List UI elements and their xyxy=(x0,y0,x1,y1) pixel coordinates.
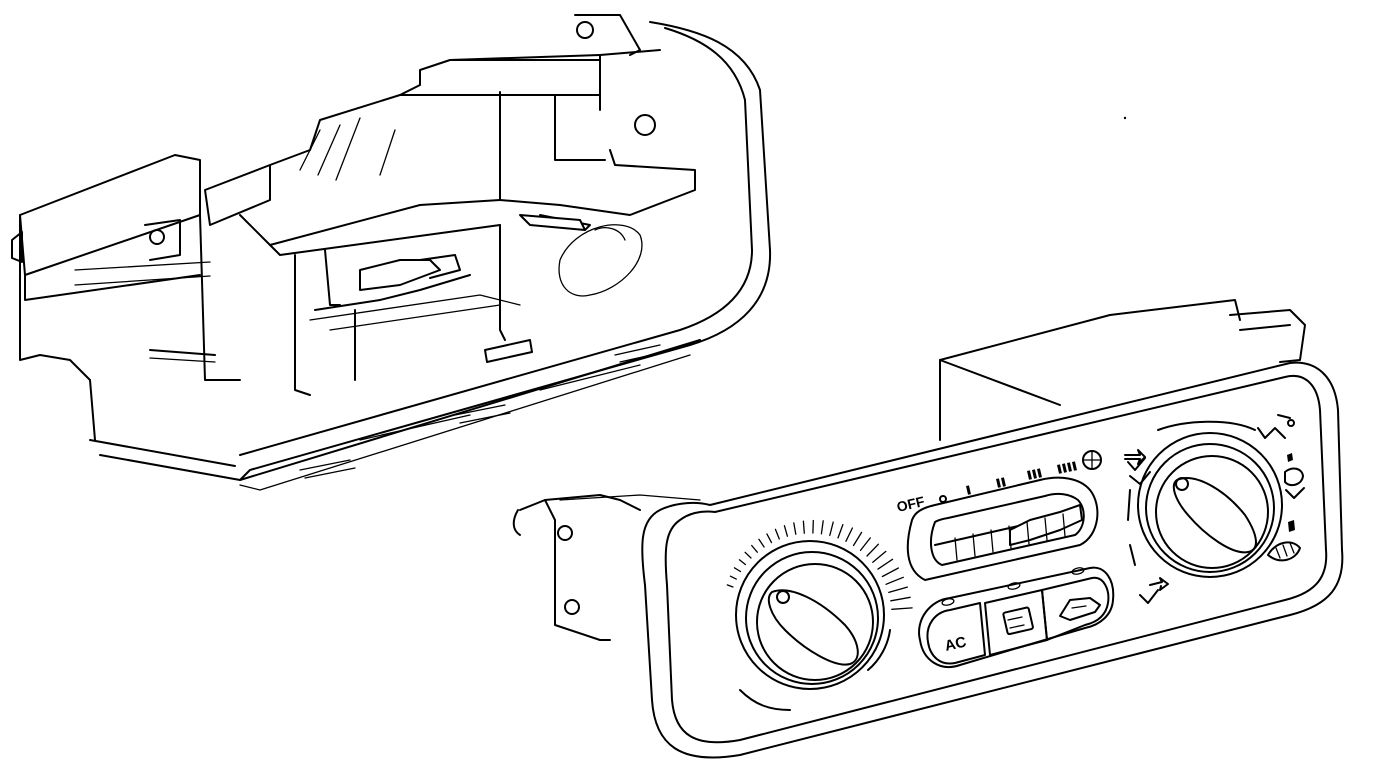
mode-knob[interactable] xyxy=(1127,420,1283,578)
fan-off-label: OFF xyxy=(895,493,926,515)
temperature-tick xyxy=(866,543,880,557)
temperature-tick xyxy=(881,567,900,578)
fan-slider-groove xyxy=(972,533,976,557)
temperature-tick xyxy=(859,537,871,552)
fresh-air-button[interactable] xyxy=(1041,576,1110,641)
temperature-tick xyxy=(877,558,894,570)
fan-slider-groove xyxy=(1008,525,1012,549)
temperature-knob[interactable] xyxy=(735,540,891,711)
vent-floor-icon xyxy=(1139,577,1169,604)
ac-button-label: AC xyxy=(943,633,968,654)
recirculation-button[interactable] xyxy=(984,589,1048,656)
temperature-tick xyxy=(888,586,908,594)
fan-slider-grooves xyxy=(954,513,1066,561)
indicator-lights xyxy=(941,567,1085,606)
fan-speed-control[interactable] xyxy=(906,476,1099,581)
temperature-tick xyxy=(774,528,780,540)
ac-button[interactable]: AC xyxy=(926,602,986,665)
fan-slider-groove xyxy=(990,529,994,553)
temperature-tick xyxy=(891,607,913,610)
fan-slider-groove xyxy=(1062,513,1066,537)
defrost-icon xyxy=(1267,541,1301,562)
temperature-tick xyxy=(845,527,854,542)
temperature-tick xyxy=(726,584,734,588)
temperature-tick xyxy=(744,551,752,559)
fan-slider-groove xyxy=(1044,517,1048,541)
fan-speed-ticks xyxy=(966,461,1077,495)
button-row xyxy=(918,566,1115,668)
temperature-tick xyxy=(793,522,797,535)
fan-max-icon xyxy=(1082,450,1102,470)
vent-floor-defrost-icon xyxy=(1284,467,1305,499)
stray-mark xyxy=(1123,116,1127,120)
rear-housing-assembly xyxy=(11,14,772,491)
temperature-tick xyxy=(729,575,737,580)
fan-slider-groove xyxy=(954,537,958,561)
temperature-scale-ticks xyxy=(726,519,913,610)
temperature-tick xyxy=(852,531,863,547)
vent-face-icon xyxy=(1257,414,1295,439)
temperature-tick xyxy=(783,525,789,537)
rear-vent-slots xyxy=(299,344,666,479)
fan-slider-groove xyxy=(1026,521,1030,545)
temperature-tick xyxy=(820,520,824,535)
temperature-tick xyxy=(751,544,758,553)
temperature-tick xyxy=(733,567,742,573)
fan-off-dot xyxy=(939,495,947,503)
temperature-tick xyxy=(890,596,911,602)
temperature-tick xyxy=(829,521,834,537)
temperature-tick xyxy=(837,523,844,539)
temperature-tick xyxy=(766,533,773,544)
temperature-tick xyxy=(802,520,805,534)
temperature-tick xyxy=(738,559,747,566)
vent-bilevel-icon xyxy=(1124,449,1151,485)
temperature-tick xyxy=(758,538,765,548)
control-panel-assembly: OFF AC xyxy=(512,299,1344,759)
temperature-tick xyxy=(885,576,904,585)
temperature-tick xyxy=(872,550,887,563)
